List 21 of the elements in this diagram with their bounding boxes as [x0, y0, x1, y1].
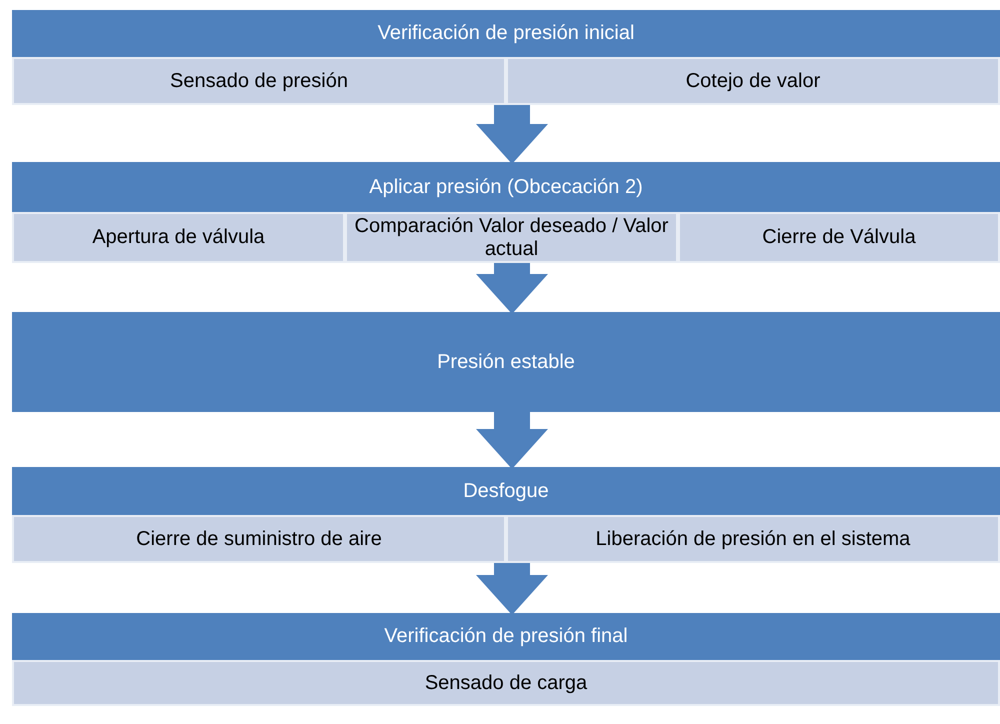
band-title: Verificación de presión final — [383, 624, 629, 649]
step-box: Liberación de presión en el sistema — [506, 515, 1000, 563]
step-box: Apertura de válvula — [12, 212, 345, 263]
step-box: Cierre de suministro de aire — [12, 515, 506, 563]
block-arrow — [476, 104, 548, 164]
step-box: Sensado de presión — [12, 57, 506, 105]
band-title: Desfogue — [462, 478, 550, 504]
band-title: Aplicar presión (Obcecación 2) — [368, 174, 644, 200]
process-band — [12, 162, 1000, 263]
step-box: Cierre de Válvula — [678, 212, 1000, 263]
block-arrow — [476, 562, 548, 615]
step-box: Sensado de carga — [12, 660, 1000, 706]
step-box: Comparación Valor deseado / Valor actual — [345, 212, 678, 263]
block-arrow — [476, 262, 548, 314]
process-band — [12, 467, 1000, 563]
process-band: Presión estable — [12, 312, 1000, 412]
process-band — [12, 10, 1000, 105]
block-arrow — [476, 411, 548, 469]
process-band — [12, 613, 1000, 706]
step-box: Cotejo de valor — [506, 57, 1000, 105]
band-title: Verificación de presión inicial — [376, 21, 636, 46]
